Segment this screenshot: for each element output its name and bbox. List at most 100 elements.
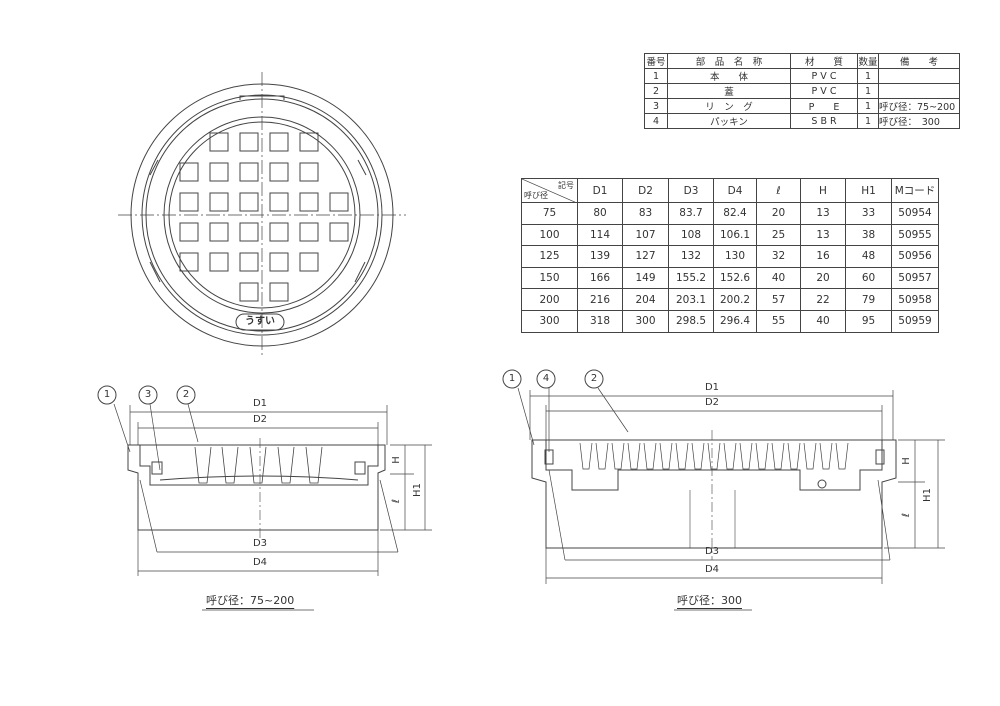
cell-name: 本 体 <box>667 68 791 84</box>
balloon-part-1: 1 <box>103 389 111 400</box>
grate-rib <box>707 442 721 470</box>
grate-opening <box>269 132 289 152</box>
grate-rib <box>579 442 593 470</box>
dim-h: H <box>391 456 402 464</box>
grate-opening <box>269 282 289 302</box>
cell-name: リ ン グ <box>667 98 791 114</box>
header-8: Mコード <box>891 178 939 203</box>
cell-material: P E <box>790 98 858 114</box>
dim-h: H <box>901 457 912 465</box>
grate-opening <box>299 252 319 272</box>
plan-view <box>118 72 406 358</box>
cell-name: 蓋 <box>667 83 791 99</box>
grate-rib <box>691 442 705 470</box>
dim-cell: 50958 <box>891 288 939 311</box>
grate-opening <box>179 222 199 242</box>
dim-d3: D3 <box>252 538 268 549</box>
cell-qty: 1 <box>857 68 879 84</box>
dim-cell: 149 <box>622 266 669 290</box>
dim-cell: 108 <box>668 223 714 247</box>
cell-note <box>878 83 960 99</box>
nominal-size-cell: 300 <box>521 309 578 333</box>
dim-cell: 318 <box>577 309 623 333</box>
balloon-part-4: 4 <box>542 373 550 384</box>
dim-cell: 50957 <box>891 266 939 290</box>
header-6: H <box>800 178 846 203</box>
dim-cell: 13 <box>800 202 846 225</box>
dim-cell: 166 <box>577 266 623 290</box>
header-qty: 数量 <box>857 53 879 69</box>
grate-rib <box>787 442 801 470</box>
grate-rib <box>739 442 753 470</box>
caption-large: 呼び径：300 <box>677 594 742 607</box>
dim-cell: 40 <box>756 266 801 290</box>
grate-openings <box>179 132 349 302</box>
dim-cell: 216 <box>577 288 623 311</box>
dim-cell: 298.5 <box>668 309 714 333</box>
nominal-size-cell: 100 <box>521 223 578 247</box>
dim-cell: 139 <box>577 245 623 268</box>
dim-d1: D1 <box>704 382 720 393</box>
dim-d3: D3 <box>704 546 720 557</box>
grate-rib <box>611 442 625 470</box>
dim-cell: 82.4 <box>713 202 757 225</box>
balloon-part-1: 1 <box>508 373 516 384</box>
header-1: D1 <box>577 178 623 203</box>
cell-no: 1 <box>644 68 668 84</box>
corner-cell: 記号 呼び径 <box>521 178 578 203</box>
grate-rib <box>723 442 737 470</box>
dim-cell: 48 <box>845 245 892 268</box>
header-3: D3 <box>668 178 714 203</box>
grate-rib <box>755 442 769 470</box>
grate-opening <box>239 192 259 212</box>
nominal-size-cell: 75 <box>521 202 578 225</box>
grate-opening <box>269 192 289 212</box>
grate-opening <box>209 252 229 272</box>
grate-opening <box>239 222 259 242</box>
dim-h1: H1 <box>922 488 933 502</box>
nominal-size-cell: 150 <box>521 266 578 290</box>
grate-opening <box>299 162 319 182</box>
grate-rib <box>675 442 689 470</box>
cell-note <box>878 68 960 84</box>
cell-qty: 1 <box>857 83 879 99</box>
header-material: 材 質 <box>790 53 858 69</box>
nominal-size-cell: 200 <box>521 288 578 311</box>
dim-cell: 204 <box>622 288 669 311</box>
cell-qty: 1 <box>857 98 879 114</box>
dim-cell: 55 <box>756 309 801 333</box>
grate-opening <box>179 162 199 182</box>
cell-note: 呼び径：75~200 <box>878 98 960 114</box>
dim-cell: 32 <box>756 245 801 268</box>
dim-cell: 50956 <box>891 245 939 268</box>
dim-d2: D2 <box>252 414 268 425</box>
dim-cell: 57 <box>756 288 801 311</box>
parts-header-row: 番号 部 品 名 称 材 質 数量 備 考 <box>644 53 960 69</box>
header-5: ℓ <box>756 178 801 203</box>
dim-cell: 130 <box>713 245 757 268</box>
header-name: 部 品 名 称 <box>667 53 791 69</box>
grate-opening <box>209 222 229 242</box>
dim-l: ℓ <box>901 512 912 518</box>
dim-cell: 60 <box>845 266 892 290</box>
dim-cell: 83 <box>622 202 669 225</box>
cell-material: S B R <box>790 113 858 129</box>
cell-qty: 1 <box>857 113 879 129</box>
grate-rib <box>771 442 785 470</box>
grate-opening <box>269 222 289 242</box>
section-view-large <box>502 369 945 611</box>
cell-name: パッキン <box>667 113 791 129</box>
grate-opening <box>239 252 259 272</box>
